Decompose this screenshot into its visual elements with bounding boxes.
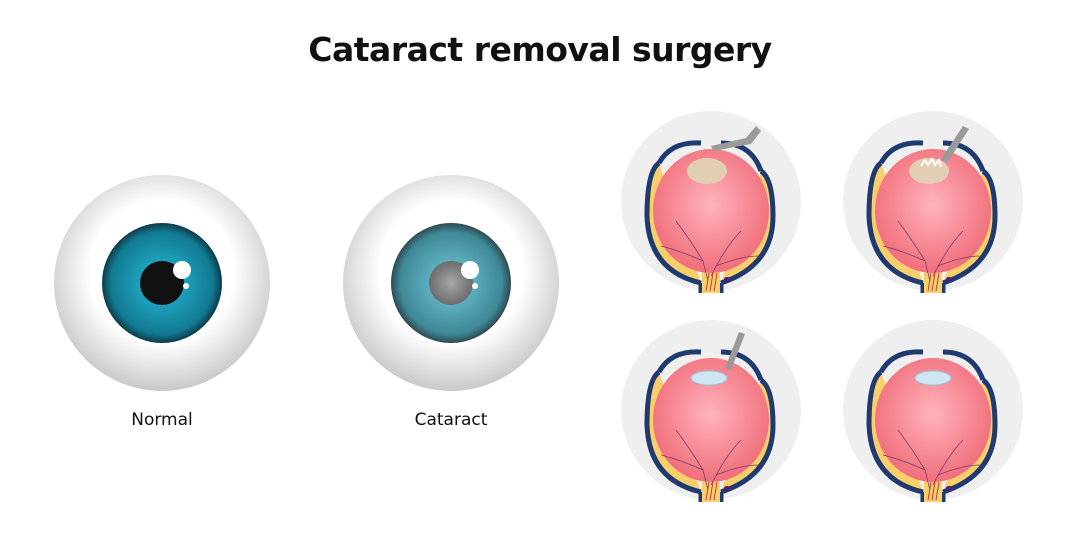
injector-icon	[725, 332, 745, 370]
step-phaco-diagram	[843, 111, 1023, 293]
scalpel-icon	[711, 126, 761, 151]
cataract-label: Cataract	[414, 410, 488, 430]
normal-eyeball	[54, 175, 270, 391]
step-insertion-diagram	[621, 320, 801, 502]
normal-label: Normal	[131, 410, 193, 430]
step-incision-diagram	[621, 111, 801, 293]
cataract-eyeball	[343, 175, 559, 391]
probe-icon	[941, 126, 969, 163]
page-title: Cataract removal surgery	[308, 30, 772, 69]
step-complete-diagram	[843, 320, 1023, 502]
